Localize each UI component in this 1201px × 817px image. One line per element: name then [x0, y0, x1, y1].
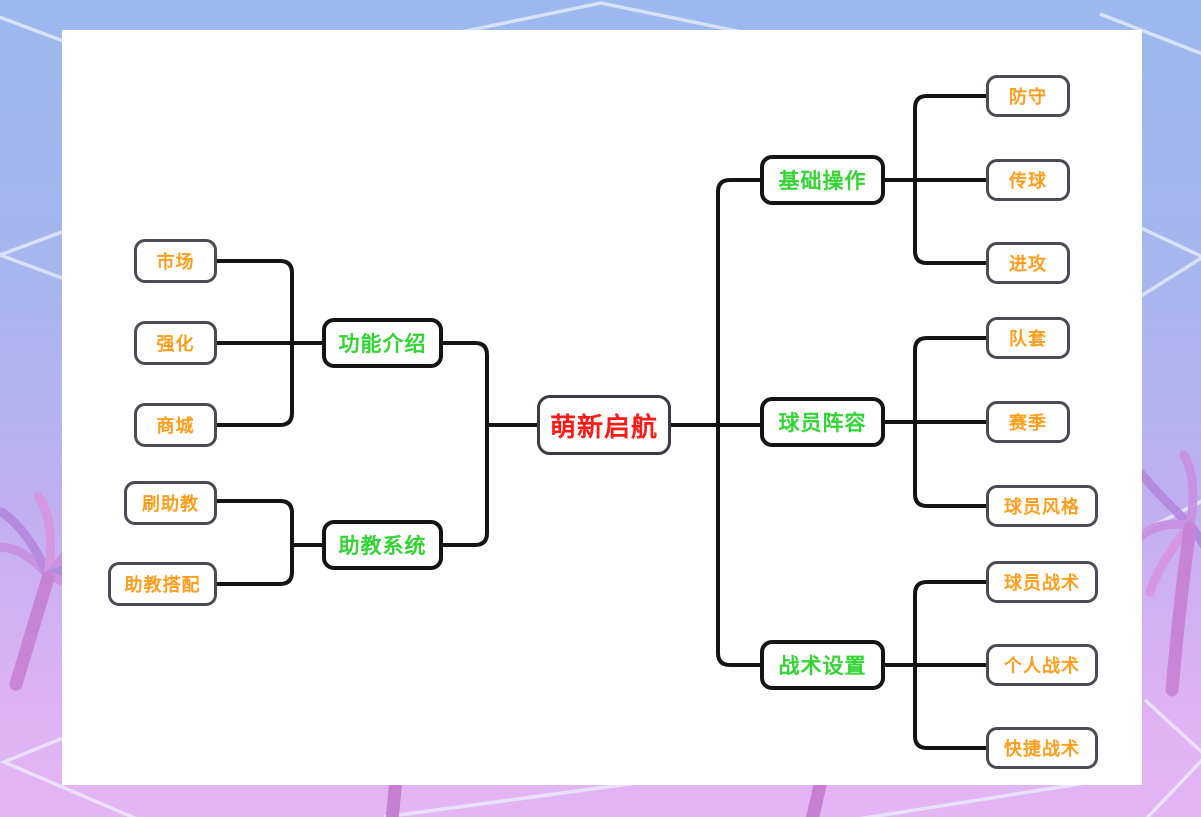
leaf-node-team-kit: 队套	[986, 317, 1070, 359]
leaf-node-player-tactics: 球员战术	[986, 561, 1098, 603]
branch-node-player-roster: 球员阵容	[760, 397, 885, 447]
leaf-node-farm-assistant: 刷助教	[124, 481, 217, 525]
branch-node-assistant-system: 助教系统	[322, 520, 443, 570]
branch-node-features-intro: 功能介绍	[322, 318, 443, 368]
leaf-node-personal-tactics: 个人战术	[986, 644, 1098, 686]
branch-node-basic-operations: 基础操作	[760, 155, 885, 205]
leaf-node-quick-tactics: 快捷战术	[986, 727, 1098, 769]
leaf-node-assistant-combo: 助教搭配	[108, 562, 217, 606]
root-node: 萌新启航	[537, 395, 671, 455]
leaf-node-player-style: 球员风格	[986, 485, 1098, 527]
branch-node-tactics-settings: 战术设置	[760, 640, 885, 690]
leaf-node-enhance: 强化	[134, 321, 217, 365]
leaf-node-season: 赛季	[986, 401, 1070, 443]
leaf-node-mall: 商城	[134, 403, 217, 447]
palm-tree-right-icon	[1129, 450, 1201, 697]
leaf-node-offense: 进攻	[986, 242, 1070, 284]
leaf-node-passing: 传球	[986, 159, 1070, 201]
leaf-node-market: 市场	[134, 239, 217, 283]
leaf-node-defense: 防守	[986, 75, 1070, 117]
